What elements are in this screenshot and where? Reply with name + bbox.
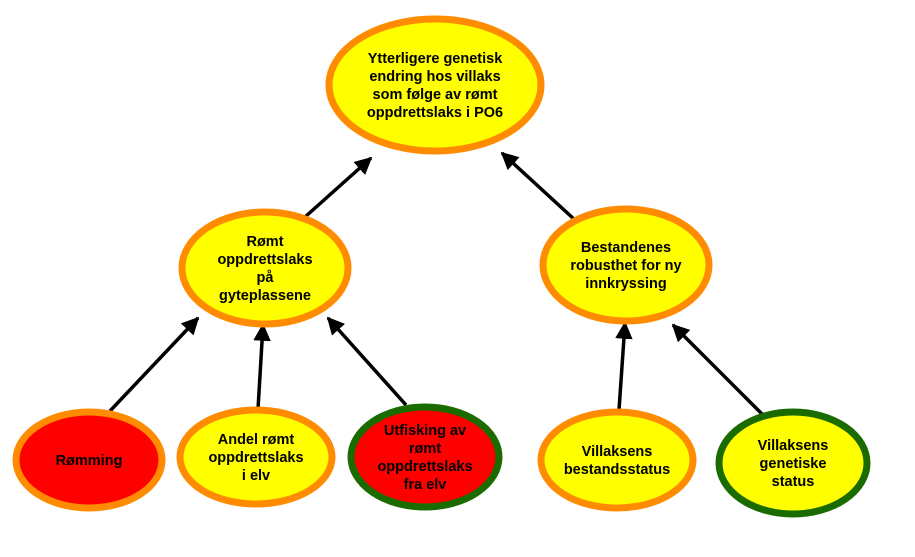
arrow-bestandsstatus-to-right-mid (615, 321, 633, 411)
node-bestandsstatus: Villaksens bestandsstatus (537, 408, 697, 512)
node-utfisking: Utfisking av rømt oppdrettslaks fra elv (347, 403, 503, 511)
arrow-utfisking-to-left-mid (326, 316, 408, 407)
node-andel: Andel rømt oppdrettslaks i elv (176, 406, 336, 508)
arrows-layer (108, 151, 764, 416)
node-label-line: robusthet for ny (570, 258, 681, 274)
node-top: Ytterligere genetisk endring hos villaks s… (325, 15, 545, 155)
node-genetisk: Villaksens genetiske status (715, 408, 871, 518)
node-label-line: Bestandenes (581, 240, 671, 256)
node-label-line: rømt (409, 441, 441, 457)
node-ellipse (715, 408, 871, 518)
node-label-line: fra elv (404, 477, 447, 493)
arrow-romming-to-left-mid (108, 316, 200, 413)
node-ellipse (178, 208, 352, 328)
node-label-line: oppdrettslaks (208, 450, 303, 466)
node-left-mid: Rømt oppdrettslaks på gyteplassene (178, 208, 352, 328)
node-label-line: som følge av rømt (373, 87, 498, 103)
node-ellipse (537, 408, 697, 512)
node-label-line: Ytterligere genetisk (368, 51, 504, 67)
node-label-line: Andel rømt (218, 432, 295, 448)
node-label-line: endring hos villaks (369, 69, 500, 85)
node-label-line: Rømt (246, 234, 283, 250)
node-right-mid: Bestandenes robusthet for ny innkryssing (539, 205, 713, 325)
node-ellipse (347, 403, 503, 511)
arrow-genetisk-to-right-mid (671, 323, 764, 416)
nodes-layer: Ytterligere genetisk endring hos villaks s… (12, 15, 871, 518)
node-label-line: Villaksens (758, 438, 829, 454)
node-ellipse (325, 15, 545, 155)
node-label-line: på (257, 270, 275, 286)
node-label-line: Rømming (56, 453, 123, 469)
node-ellipse (12, 408, 166, 512)
node-label-line: i elv (242, 468, 270, 484)
node-label-line: bestandsstatus (564, 462, 670, 478)
node-ellipse (176, 406, 336, 508)
node-label-line: Villaksens (582, 444, 653, 460)
node-label-line: Utfisking av (384, 423, 466, 439)
arrow-andel-to-left-mid (253, 323, 271, 410)
node-romming: Rømming (12, 408, 166, 512)
node-ellipse (539, 205, 713, 325)
node-label-line: status (772, 474, 815, 490)
arrow-left-mid-to-top (303, 156, 373, 219)
node-label-line: oppdrettslaks (377, 459, 472, 475)
node-label-line: gyteplassene (219, 288, 311, 304)
node-label-line: genetiske (760, 456, 827, 472)
node-label-line: oppdrettslaks i PO6 (367, 105, 503, 121)
node-label-line: oppdrettslaks (217, 252, 312, 268)
node-label-line: innkryssing (585, 276, 666, 292)
arrow-right-mid-to-top (500, 151, 577, 222)
